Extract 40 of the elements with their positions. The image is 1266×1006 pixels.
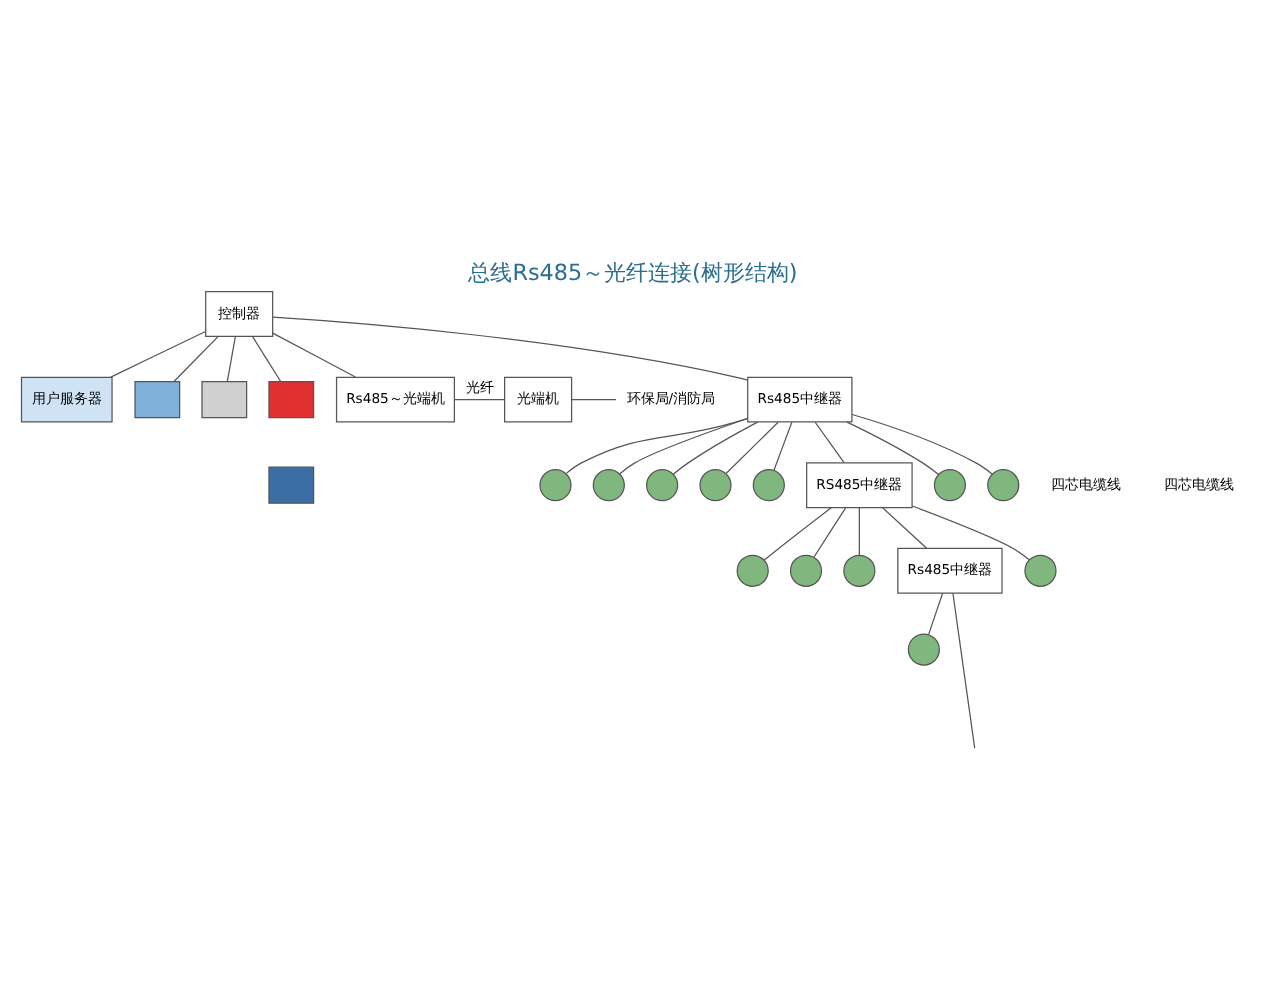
- connector: [226, 336, 236, 382]
- diagram-title: 总线Rs485～光纤连接(树形结构): [468, 259, 798, 286]
- node-circle: [933, 469, 967, 502]
- connector: [272, 316, 749, 381]
- node-circle: [736, 554, 769, 587]
- node-box: [268, 381, 315, 419]
- node-circle: [789, 554, 823, 587]
- connector: [173, 336, 219, 382]
- node-box: [268, 466, 315, 504]
- connector: [952, 592, 976, 749]
- connector: [773, 421, 793, 472]
- connector: [846, 421, 940, 476]
- node-circle: [843, 554, 876, 587]
- node-circle: [752, 469, 785, 502]
- node-box: [201, 381, 248, 419]
- connector: [672, 421, 759, 475]
- connector: [858, 507, 860, 556]
- node-box: [134, 381, 181, 419]
- connector: [851, 413, 993, 475]
- connector: [882, 507, 928, 549]
- connector: [619, 417, 749, 475]
- connector: [725, 421, 779, 474]
- node-circle: [646, 469, 679, 502]
- node-circle: [907, 633, 940, 666]
- node-circle: [1024, 554, 1057, 587]
- node-circle: [699, 469, 732, 502]
- node-circle: [987, 469, 1020, 502]
- connector: [565, 417, 749, 474]
- connector: [814, 421, 845, 463]
- node-circle: [592, 469, 625, 502]
- connector: [813, 507, 847, 558]
- connector: [927, 592, 944, 636]
- connector: [911, 505, 1030, 561]
- connector: [763, 507, 832, 561]
- connector: [454, 399, 506, 401]
- connector: [252, 336, 282, 382]
- node-circle: [539, 469, 572, 502]
- connector: [110, 330, 207, 378]
- connector: [571, 399, 617, 401]
- connector: [272, 332, 356, 378]
